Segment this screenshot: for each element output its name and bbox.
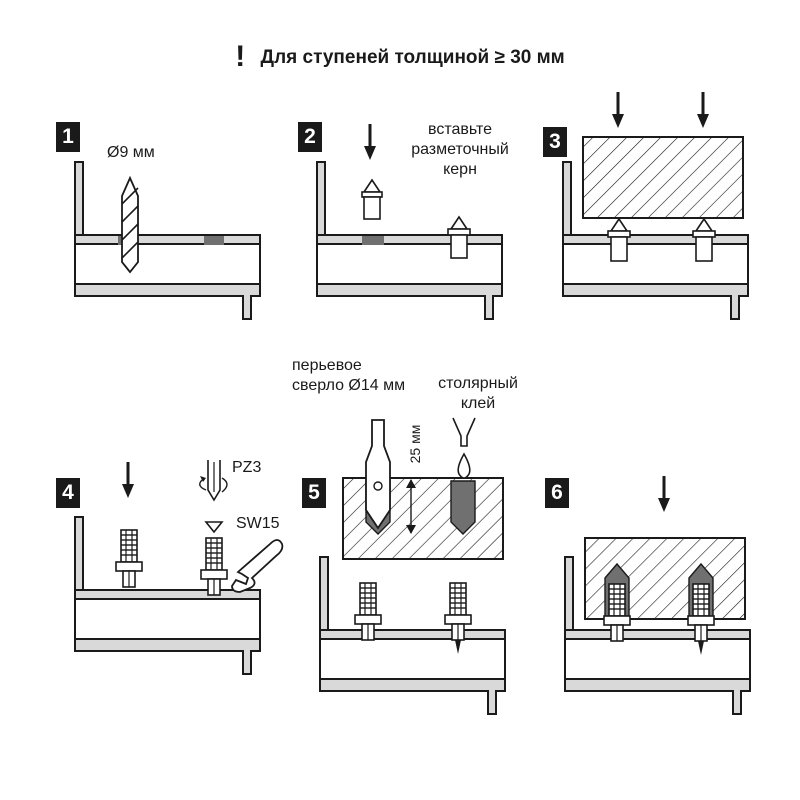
instruction-line: вставьте bbox=[428, 121, 492, 138]
marking-punch-icon bbox=[447, 215, 471, 259]
instruction-line: керн bbox=[443, 161, 477, 178]
page-title-text: Для ступеней толщиной ≥ 30 мм bbox=[260, 47, 565, 68]
bit-label-line: перьевое bbox=[292, 357, 362, 374]
drill-diameter-label: Ø9 мм bbox=[107, 144, 155, 161]
depth-dimension bbox=[406, 479, 416, 534]
drill-bit-icon bbox=[121, 175, 139, 274]
step-2-illustration bbox=[316, 122, 503, 320]
glue-bottle-icon bbox=[452, 417, 476, 479]
threaded-insert-with-punch-icon bbox=[444, 582, 472, 654]
glue-label: столярный клей bbox=[418, 374, 538, 414]
step-5-illustration bbox=[319, 417, 506, 715]
marking-punch-icon bbox=[607, 217, 631, 262]
marking-punch-icon bbox=[361, 178, 383, 220]
threaded-insert-with-punch-icon bbox=[687, 583, 715, 655]
step-tread-board bbox=[582, 136, 744, 219]
spade-bit-icon bbox=[365, 419, 391, 530]
step-number-4: 4 bbox=[56, 478, 80, 508]
insert-punch-instruction: вставьте разметочный керн bbox=[395, 120, 525, 180]
bit-label-line: сверло Ø14 мм bbox=[292, 377, 406, 394]
drilled-hole bbox=[450, 480, 476, 535]
step-number-5: 5 bbox=[302, 478, 326, 508]
down-arrow-icon bbox=[362, 122, 378, 162]
wrench-size-label: SW15 bbox=[236, 515, 280, 532]
step-number-3: 3 bbox=[543, 127, 567, 157]
threaded-insert-icon bbox=[115, 529, 143, 588]
step-3-illustration bbox=[562, 90, 749, 320]
step-6-illustration bbox=[564, 474, 751, 715]
page-title: ! Для ступеней толщиной ≥ 30 мм bbox=[0, 40, 800, 74]
step-4-illustration bbox=[74, 460, 284, 675]
step-number-1: 1 bbox=[56, 122, 80, 152]
down-arrow-icon bbox=[695, 90, 711, 130]
bit-label: перьевое сверло Ø14 мм bbox=[292, 356, 405, 396]
driver-size-label: PZ3 bbox=[232, 459, 262, 476]
down-arrow-icon bbox=[656, 474, 672, 514]
wrench-icon bbox=[231, 539, 284, 593]
step-1-illustration bbox=[74, 161, 261, 320]
drill-mark bbox=[362, 236, 384, 245]
down-arrow-icon bbox=[120, 460, 136, 500]
depth-label: 25 мм bbox=[407, 424, 423, 464]
down-arrow-icon bbox=[610, 90, 626, 130]
glue-label-line: клей bbox=[460, 395, 496, 412]
marking-punch-icon bbox=[692, 217, 716, 262]
warning-icon: ! bbox=[235, 40, 246, 73]
screw-head-icon bbox=[204, 521, 224, 534]
glue-label-line: столярный bbox=[438, 375, 518, 392]
instruction-line: разметочный bbox=[411, 141, 509, 158]
threaded-insert-icon bbox=[200, 537, 228, 596]
screwdriver-icon bbox=[199, 460, 228, 502]
step-number-6: 6 bbox=[545, 478, 569, 508]
step-number-2: 2 bbox=[298, 122, 322, 152]
drill-mark bbox=[204, 236, 224, 245]
